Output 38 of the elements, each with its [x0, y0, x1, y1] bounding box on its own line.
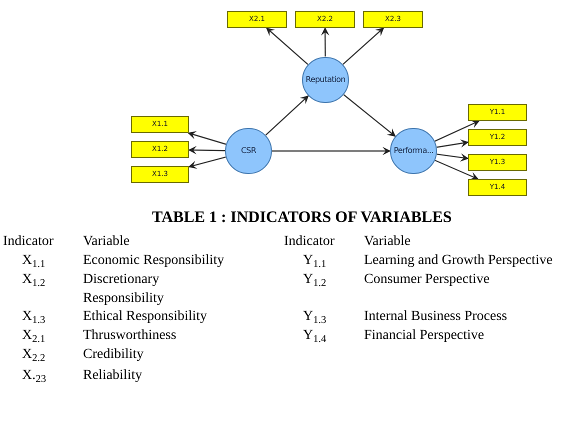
variable-name: Ethical Responsibility: [83, 308, 208, 326]
arrow: [434, 120, 480, 142]
indicator-code: Y$_{1.2}$: [302, 271, 328, 289]
variable-name: Internal Business Process: [364, 308, 508, 326]
indicator-code: X$_{1.1}$: [21, 252, 46, 270]
indicator-code: Y$_{1.3}$: [302, 308, 328, 326]
variable-name: Thrusworthiness: [83, 327, 178, 345]
variable-name: Economic Responsibility: [83, 252, 226, 270]
arrow: [320, 27, 330, 56]
arrow: [436, 153, 469, 162]
column-header: Indicator: [3, 233, 55, 251]
arrow: [342, 27, 384, 65]
indicator-code: Y$_{1.1}$: [302, 252, 328, 270]
indicator-code: X$_{1.3}$: [21, 308, 46, 326]
table-title: TABLE 1 : INDICATORS OF VARIABLES: [152, 208, 452, 228]
arrow: [188, 146, 226, 154]
column-header: Indicator: [284, 233, 336, 251]
column-header: Variable: [364, 233, 412, 251]
arrow: [188, 131, 226, 145]
arrow: [188, 156, 226, 169]
variable-name: Reliability: [83, 367, 144, 385]
arrow: [343, 94, 396, 137]
indicator-code: X$_{2.1}$: [21, 327, 46, 345]
variable-name: Discretionary Responsibility: [83, 271, 165, 308]
arrow: [436, 139, 469, 148]
variable-name: Financial Perspective: [364, 327, 486, 345]
indicator-code: X$_{2.2}$: [21, 346, 46, 364]
variable-name: Consumer Perspective: [364, 271, 491, 289]
arrow: [434, 160, 479, 180]
variable-name: Learning and Growth Perspective: [364, 252, 554, 270]
indicator-code: X.$_{23}$: [21, 367, 48, 385]
arrow: [266, 27, 308, 65]
arrow: [265, 95, 309, 136]
column-header: Variable: [83, 233, 131, 251]
indicator-code: Y$_{1.4}$: [302, 327, 328, 345]
indicator-code: X$_{1.2}$: [21, 271, 46, 289]
variable-name: Credibility: [83, 346, 145, 364]
arrow: [272, 146, 391, 156]
